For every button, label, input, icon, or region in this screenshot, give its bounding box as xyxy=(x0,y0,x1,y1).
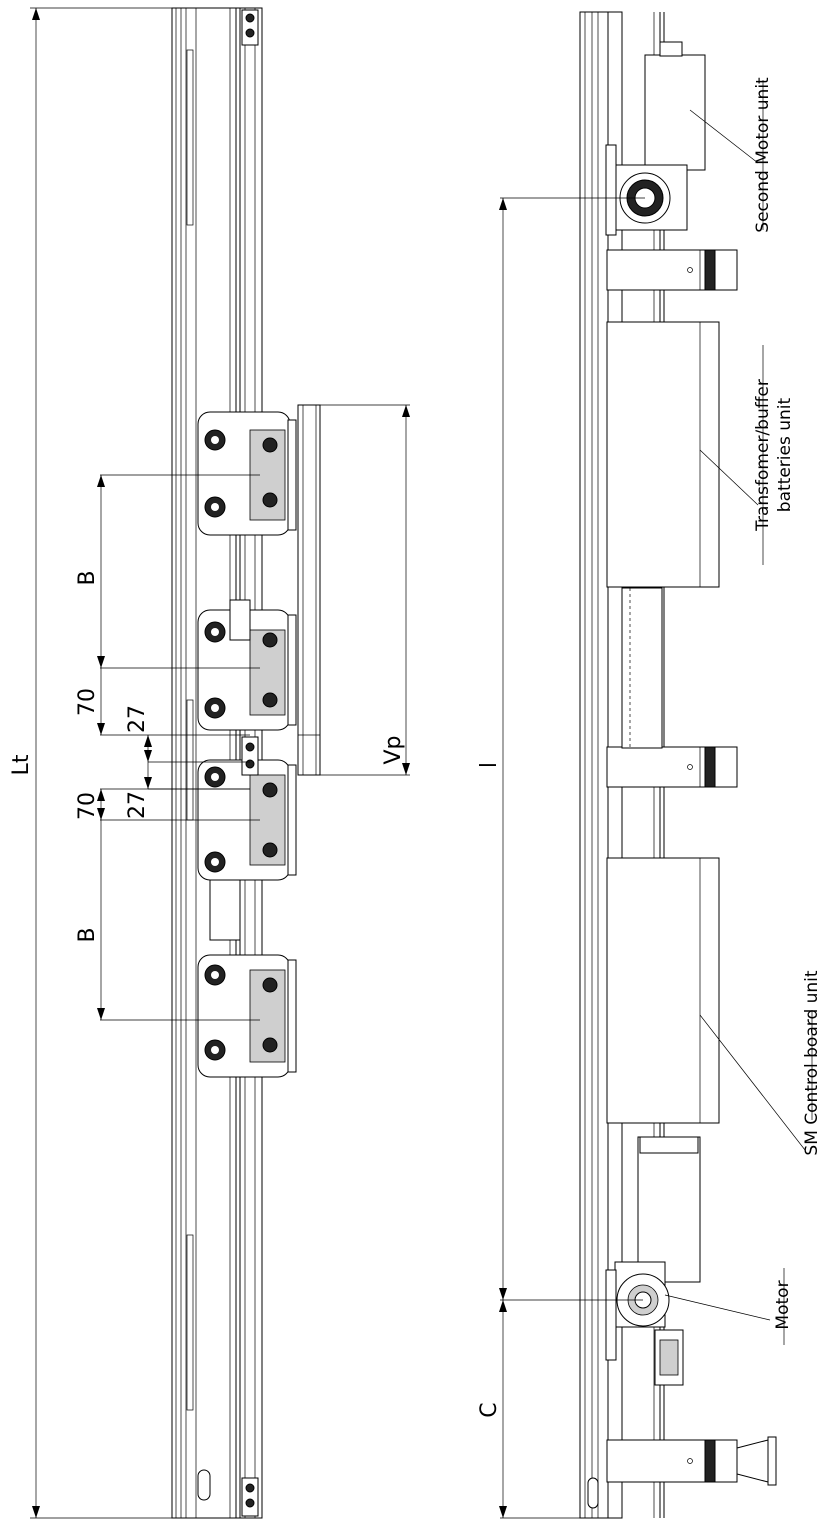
callout-motor: Motor xyxy=(773,1280,793,1329)
drive-belt xyxy=(621,587,663,749)
dim-label-vp: Vp xyxy=(381,735,406,764)
callout-second-motor: Second Motor unit xyxy=(753,77,773,233)
hanger-lower xyxy=(606,746,738,788)
dim-label-27-upper: 27 xyxy=(125,705,150,733)
second-motor-unit xyxy=(605,41,706,236)
motor-unit xyxy=(605,1136,701,1386)
carriage-1 xyxy=(197,411,297,536)
right-view: l C Second Motor unit Transfomer/buffer … xyxy=(477,11,822,1519)
dim-label-lt: Lt xyxy=(9,754,34,775)
hanger-upper xyxy=(606,249,738,291)
sm-control-unit xyxy=(606,857,720,1124)
callout-transformer-line2: batteries unit xyxy=(775,397,795,512)
dim-label-70-lower: 70 xyxy=(75,792,100,820)
dim-label-c: C xyxy=(477,1402,502,1417)
callout-sm-control: SM Control board unit xyxy=(802,970,822,1155)
door-leaf xyxy=(297,404,321,776)
carriage-4 xyxy=(197,954,297,1078)
transformer-unit xyxy=(606,321,720,588)
center-stopper xyxy=(241,736,259,776)
dim-label-27-lower: 27 xyxy=(125,791,150,819)
callout-transformer-line1: Transfomer/buffer xyxy=(753,379,773,532)
dim-label-70-upper: 70 xyxy=(75,688,100,716)
left-view: Lt Vp B 70 27 27 70 B xyxy=(9,7,410,1519)
dim-label-l: l xyxy=(477,762,502,768)
dim-label-b-lower: B xyxy=(75,927,100,942)
hanger-end xyxy=(606,1436,777,1486)
dim-label-b-upper: B xyxy=(75,570,100,585)
carriage-2 xyxy=(197,599,297,731)
